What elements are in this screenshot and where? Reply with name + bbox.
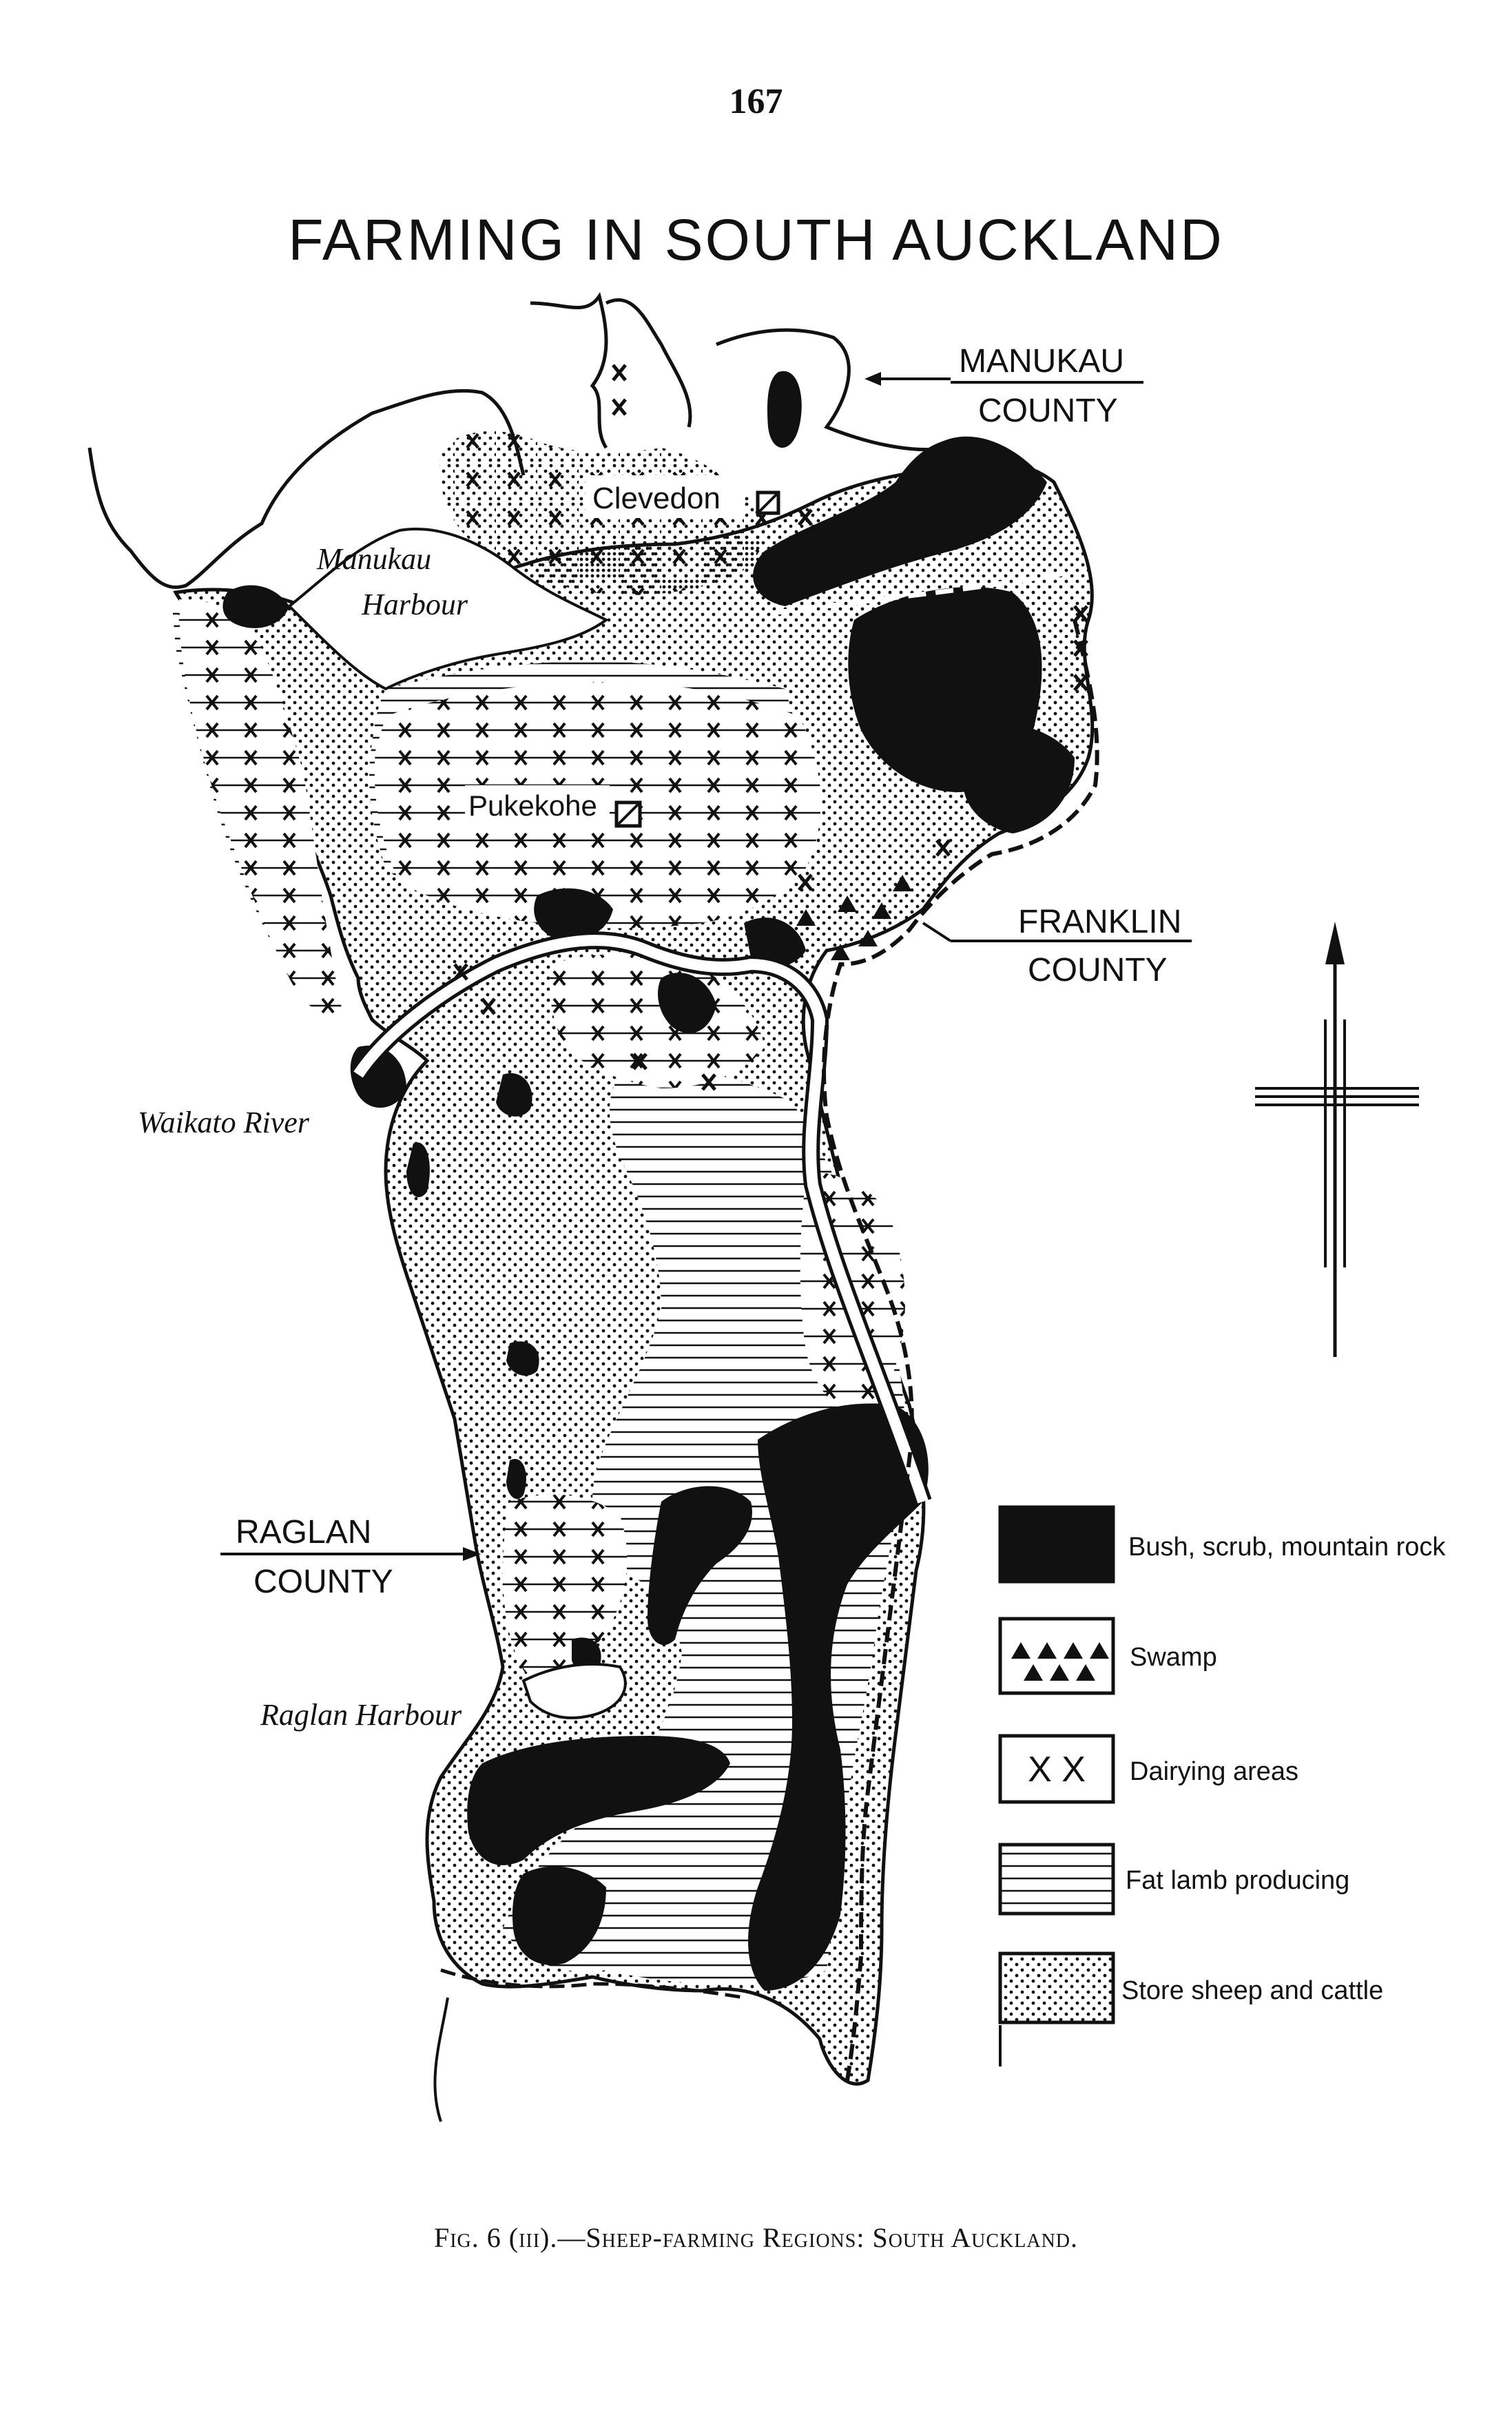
raglan-harbour-water — [521, 1663, 627, 1719]
label-manukau-county-1: MANUKAU — [959, 343, 1124, 380]
label-clevedon: Clevedon — [592, 481, 721, 515]
north-arrow-icon — [1255, 922, 1419, 1357]
label-franklin-county-2: COUNTY — [1028, 952, 1168, 988]
label-pukekohe: Pukekohe — [468, 789, 597, 822]
figure-caption: Fig. 6 (iii).—Sheep-farming Regions: Sou… — [433, 2222, 1079, 2253]
label-franklin-county-1: FRANKLIN — [1018, 904, 1181, 940]
town-square-icon — [614, 800, 642, 828]
region-dairy-lower-franklin — [550, 954, 765, 1088]
region-swamp — [796, 875, 912, 960]
legend-swatch-dairy — [998, 1734, 1115, 1804]
dairy-x-marks — [453, 364, 1088, 1091]
page-number: 167 — [729, 82, 783, 121]
label-manukau-harbour-1: Manukau — [316, 542, 431, 576]
legend-label-swamp: Swamp — [1130, 1643, 1217, 1672]
franklin-arrow — [922, 922, 952, 942]
label-raglan-harbour: Raglan Harbour — [260, 1698, 462, 1732]
county-boundary-east — [822, 619, 1099, 2081]
legend-label-bush: Bush, scrub, mountain rock — [1128, 1533, 1446, 1562]
label-manukau-county-2: COUNTY — [978, 393, 1118, 429]
map-title: FARMING IN SOUTH AUCKLAND — [288, 207, 1224, 272]
label-waikato-river: Waikato River — [138, 1106, 310, 1139]
coastline-west — [87, 388, 526, 590]
label-manukau-harbour-2: Harbour — [361, 588, 468, 621]
label-raglan-county-1: RAGLAN — [236, 1514, 371, 1551]
county-boundary-manukau-franklin — [771, 569, 1075, 616]
legend: Bush, scrub, mountain rock Swamp X X Dai… — [998, 1505, 1446, 2024]
town-square-icon — [756, 490, 780, 515]
coastline-north — [530, 291, 608, 449]
manukau-harbour — [287, 528, 609, 691]
legend-swatch-store — [998, 1951, 1115, 2024]
region-dairy-west — [178, 599, 344, 1019]
legend-swatch-bush — [998, 1505, 1115, 1584]
legend-swatch-dairy-symbol: X X — [1028, 1750, 1086, 1790]
label-raglan-county-2: COUNTY — [253, 1564, 393, 1600]
legend-label-fatlamb: Fat lamb producing — [1126, 1866, 1349, 1895]
region-bush-scrub — [222, 371, 1075, 1991]
region-dairy-raglan — [503, 1494, 628, 1681]
legend-swatch-fatlamb — [998, 1843, 1115, 1916]
coastline-bay — [605, 298, 951, 452]
legend-label-store: Store sheep and cattle — [1121, 1976, 1383, 2005]
legend-label-dairy: Dairying areas — [1130, 1757, 1298, 1786]
